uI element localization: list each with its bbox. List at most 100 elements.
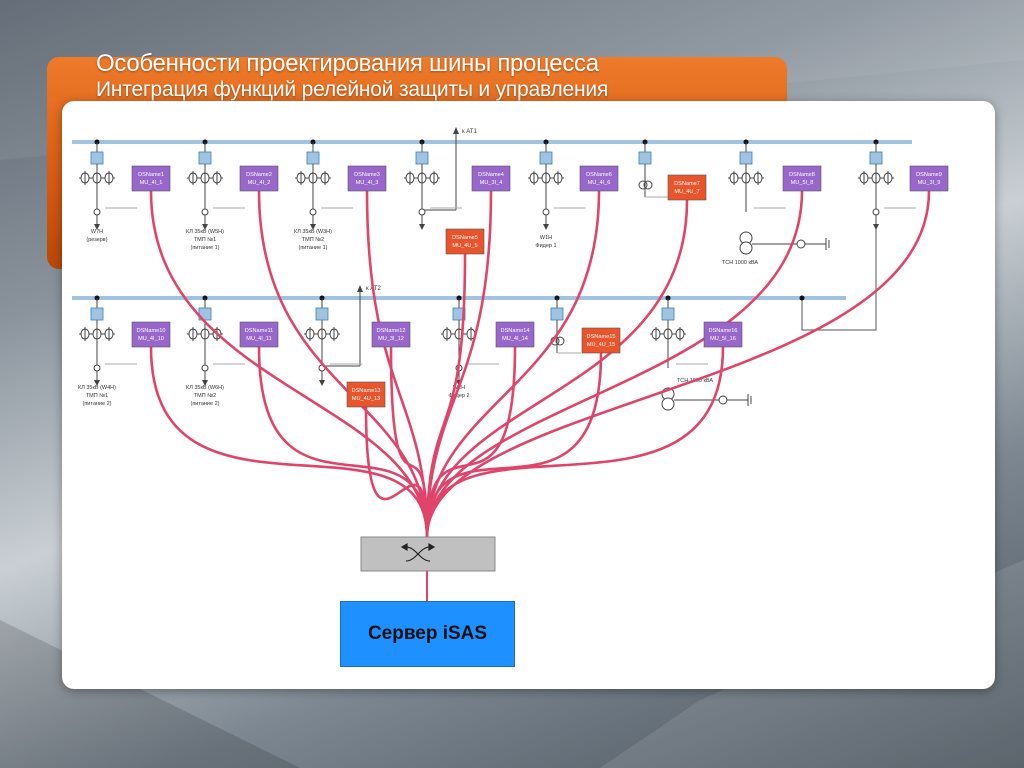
device-mu-label: MU_4I_3 (356, 180, 379, 186)
bus-node (799, 295, 805, 301)
device-name: DSName10 (137, 328, 166, 334)
device-name: DSName15 (587, 334, 616, 340)
fiber-cable (149, 190, 429, 538)
grounding-switch-icon (542, 208, 550, 216)
tsn-meter-icon (796, 239, 806, 249)
grounding-switch-icon (201, 364, 209, 372)
device-name: DSName9 (916, 172, 942, 178)
fiber-cable (389, 346, 429, 538)
breaker-icon (315, 307, 329, 321)
grounding-switch-icon (872, 208, 880, 216)
feeder-label: КЛ 35кВ (W6H) (186, 385, 224, 391)
device-mu-label: MU_4U_13 (352, 396, 380, 402)
tsn-meter-icon (718, 395, 728, 405)
feeder-label: W7H (91, 229, 103, 235)
feeder-arrow-icon (419, 224, 425, 230)
merging-unit-box (471, 165, 511, 192)
feeder-arrow-icon (202, 380, 208, 386)
device-mu-label: MU_3I_4 (480, 180, 503, 186)
device-name: DSName1 (138, 172, 164, 178)
device-name: DSName8 (789, 172, 815, 178)
feeder-label: W1H (540, 235, 552, 241)
feeder-label: ТМП №1 (194, 237, 216, 243)
feeder-label: КЛ 35кВ (W5H) (186, 229, 224, 235)
grounding-switch-icon (93, 208, 101, 216)
breaker-icon (90, 307, 104, 321)
device-name: DSName13 (352, 388, 381, 394)
breaker-icon (550, 307, 564, 321)
fiber-cable (364, 406, 429, 538)
device-name: DSName2 (246, 172, 272, 178)
transformer-icon (739, 241, 753, 255)
breaker-icon (638, 151, 652, 165)
breaker-icon (539, 151, 553, 165)
feeder-arrow-icon (543, 224, 549, 230)
breaker-icon (415, 151, 429, 165)
transformer-icon (661, 397, 675, 411)
device-mu-label: MU_4I_10 (138, 336, 164, 342)
device-name: DSName5 (452, 235, 478, 241)
feeder-arrow-icon (94, 224, 100, 230)
feeder-arrow-icon (310, 224, 316, 230)
feeder-label: ТМП №2 (302, 237, 324, 243)
feeder-arrow-icon (319, 380, 325, 386)
merging-unit-box (667, 174, 707, 201)
device-mu-label: MU_4I_1 (140, 180, 163, 186)
device-mu-label: MU_4I_11 (246, 336, 271, 342)
merging-unit-box (909, 165, 949, 192)
merging-unit-box (239, 165, 279, 192)
breaker-icon (739, 151, 753, 165)
device-name: DSName6 (586, 172, 612, 178)
feeder-label: ТМП №1 (86, 393, 108, 399)
bus-top-label: к АТ1 (462, 129, 477, 135)
slide-title: Особенности проектирования шины процесса (96, 50, 599, 77)
breaker-icon (90, 151, 104, 165)
network-switch (360, 536, 496, 572)
device-mu-label: MU_4U_7 (674, 189, 699, 195)
feeder-label: (питание 2) (191, 401, 220, 407)
slide-subtitle: Интеграция функций релейной защиты и упр… (96, 78, 609, 101)
feeder-label: (питание 1) (299, 245, 328, 251)
diagram-panel (62, 101, 995, 689)
device-mu-label: MU_4I_2 (248, 180, 271, 186)
switch-icon (400, 542, 436, 562)
fiber-cable (425, 346, 725, 538)
feeder-label: ТМП №2 (194, 393, 216, 399)
feeder-label: Фидер 2 (448, 393, 469, 399)
grounding-switch-icon (418, 208, 426, 216)
server-isas: Сервер iSAS (340, 601, 515, 667)
fiber-cable (149, 346, 429, 538)
merging-unit-box (581, 327, 621, 354)
device-name: DSName14 (501, 328, 530, 334)
merging-unit-box (782, 165, 822, 192)
feeder-label: КЛ 35кВ (W3H) (294, 229, 332, 235)
feeder-arrow-icon (202, 224, 208, 230)
device-name: DSName11 (245, 328, 274, 334)
fiber-cable (257, 346, 429, 538)
device-mu-label: MU_5I_16 (710, 336, 736, 342)
vt-icon (643, 180, 653, 190)
merging-unit-box (239, 321, 279, 348)
fiber-cable (425, 190, 804, 538)
feeder-label: (питание 1) (191, 245, 220, 251)
feeder-label: Фидер 1 (535, 243, 556, 249)
bus-tie-line (801, 142, 877, 331)
device-name: DSName12 (377, 328, 406, 334)
device-mu-label: MU_4U_5 (452, 243, 477, 249)
fiber-cable (425, 346, 517, 538)
at2-arrow-icon (357, 285, 363, 292)
device-mu-label: MU_5I_8 (791, 180, 814, 186)
device-name: DSName7 (674, 181, 700, 187)
merging-unit-box (371, 321, 411, 348)
feeder-arrow-icon (873, 224, 879, 230)
vt-icon (555, 336, 565, 346)
device-name: DSName4 (478, 172, 504, 178)
merging-unit-box (445, 228, 485, 255)
at1-arrow-icon (453, 127, 459, 134)
device-mu-label: MU_4I_14 (502, 336, 528, 342)
device-name: DSName16 (709, 328, 738, 334)
device-mu-label: MU_3I_12 (378, 336, 404, 342)
breaker-icon (198, 151, 212, 165)
merging-unit-box (131, 321, 171, 348)
